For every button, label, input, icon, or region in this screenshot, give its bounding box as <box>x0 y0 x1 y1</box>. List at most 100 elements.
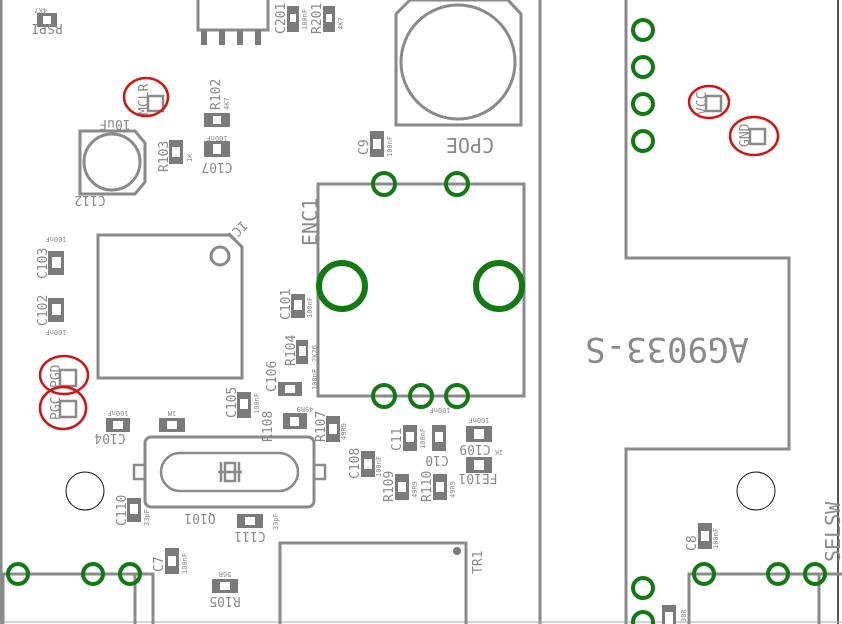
component-r102[interactable]: R102 4K7 <box>204 79 231 127</box>
r109-value: 49R9 <box>411 481 419 498</box>
c8-ref: C8 <box>685 535 700 551</box>
c104-value: 100nF <box>107 409 128 417</box>
component-fe101[interactable]: 1K FE101 <box>458 448 503 485</box>
c111-value: 33pF <box>272 513 280 530</box>
component-r110[interactable]: R110 49R9 <box>420 471 457 502</box>
c11-ref: C11 <box>390 428 405 451</box>
component-c110[interactable]: C110 33pF <box>115 495 151 526</box>
mounting-hole-right <box>736 471 776 511</box>
component-tr1[interactable]: TR1 <box>278 541 486 624</box>
component-selsw[interactable]: SELSW <box>687 501 842 624</box>
component-c111[interactable]: C111 33pF <box>234 513 280 543</box>
testpoint-pgd[interactable]: PGD <box>38 354 90 396</box>
component-q101[interactable]: Q101 <box>132 435 327 525</box>
mounting-hole-left <box>65 471 105 511</box>
module-ag9033[interactable]: AG9033-S <box>585 0 791 624</box>
component-r105[interactable]: 56R R105 <box>209 570 240 608</box>
component-r101[interactable]: 1M <box>159 409 185 432</box>
c109-value: 100nF <box>468 416 489 424</box>
component-r201[interactable]: R201 4K7 <box>310 3 345 34</box>
c7-ref: C7 <box>152 556 167 572</box>
component-c104[interactable]: 100nF C104 <box>94 409 130 445</box>
c105-ref: C105 <box>225 387 240 418</box>
component-c10[interactable]: 100nF C10 <box>425 406 450 467</box>
r105-ref: R105 <box>209 593 240 608</box>
selsw-ref: SELSW <box>821 501 842 562</box>
r107-ref: R107 <box>314 411 329 442</box>
c7-value: 100nF <box>181 553 189 574</box>
r201-value: 4K7 <box>337 17 345 30</box>
ag9033-ref: AG9033-S <box>585 329 749 369</box>
c106-value: 100nF <box>311 369 319 390</box>
rspi-ref: RSPI <box>31 20 62 35</box>
component-r103[interactable]: R103 1K <box>157 140 194 172</box>
c109-ref: C109 <box>459 441 490 456</box>
r107-value: 49R9 <box>340 423 348 440</box>
component-c7[interactable]: C7 100nF <box>152 548 189 574</box>
component-ic1[interactable]: IC1 <box>96 217 250 380</box>
testpoint-vcc[interactable]: VCC <box>687 84 731 120</box>
component-c106[interactable]: C106 100nF <box>265 361 319 396</box>
gnd-highlight <box>728 115 780 157</box>
r108-ref: R108 <box>261 411 276 442</box>
c106-ref: C106 <box>265 361 280 392</box>
fe101-ref: FE101 <box>458 470 497 485</box>
enc1-ref: ENC1 <box>298 198 322 246</box>
component-c201[interactable]: C201 100nF <box>274 3 309 34</box>
fe101-value: 1K <box>494 448 503 456</box>
testpoint-gnd[interactable]: GND <box>728 115 780 157</box>
component-rspi[interactable]: 4K7 RSPI <box>31 6 62 35</box>
c110-value: 33pF <box>143 509 151 526</box>
c107-value: 100nF <box>206 134 227 142</box>
q101-ref: Q101 <box>184 510 215 525</box>
pgc-ref: PGC <box>49 397 64 420</box>
r110-value: 49R9 <box>449 481 457 498</box>
component-c9[interactable]: C9 100nF <box>357 131 394 157</box>
r-bottom-value: 38R <box>680 609 688 622</box>
mclr-highlight <box>122 76 170 118</box>
component-c11[interactable]: C11 100nF <box>390 425 427 451</box>
component-c109[interactable]: 100nF C109 <box>459 416 492 456</box>
c8-value: 100nF <box>712 528 720 549</box>
component-c101[interactable]: C101 100nF <box>279 289 314 320</box>
c11-value: 100nF <box>419 428 427 449</box>
component-r107[interactable]: R107 49R9 <box>314 411 348 442</box>
component-c107[interactable]: 100nF C107 <box>201 134 232 174</box>
component-c105[interactable]: C105 100nF <box>225 387 261 418</box>
component-c103[interactable]: 100nF C103 <box>36 235 67 279</box>
component-c102[interactable]: C102 100nF <box>36 295 67 336</box>
r101-value: 1M <box>168 409 176 417</box>
c201-ref: C201 <box>274 3 289 34</box>
component-r109[interactable]: R109 49R9 <box>382 471 419 502</box>
connector-top <box>196 0 270 45</box>
r103-ref: R103 <box>157 141 172 172</box>
c105-value: 100nF <box>253 393 261 414</box>
c102-ref: C102 <box>36 295 51 326</box>
c101-value: 100nF <box>306 297 314 318</box>
cpoe-ref: CPOE <box>446 133 494 157</box>
component-r108[interactable]: R108 49R9 <box>261 405 313 442</box>
component-r-bottom[interactable]: 38R <box>662 605 688 624</box>
c201-value: 100nF <box>301 9 309 30</box>
c111-ref: C111 <box>234 528 265 543</box>
component-cpoe[interactable]: CPOE <box>394 0 523 157</box>
component-c112[interactable]: 10uF C112 <box>74 116 147 207</box>
c103-ref: C103 <box>36 248 51 279</box>
c108-ref: C108 <box>348 448 363 479</box>
c112-ref: C112 <box>74 192 105 207</box>
pgd-ref: PGD <box>49 364 64 388</box>
r110-ref: R110 <box>420 471 435 502</box>
testpoint-pgc[interactable]: PGC <box>38 385 88 431</box>
r105-value: 56R <box>218 570 231 578</box>
component-enc1[interactable]: ENC1 <box>298 171 526 409</box>
r108-value: 49R9 <box>297 405 314 413</box>
rspi-value: 4K7 <box>34 6 47 14</box>
pgc-highlight <box>38 385 88 431</box>
component-r104[interactable]: R104 2K26 <box>284 335 319 366</box>
vcc-highlight <box>687 84 731 120</box>
component-c8[interactable]: C8 100nF <box>685 523 720 551</box>
r104-value: 2K26 <box>311 345 319 362</box>
testpoint-mclr[interactable]: MCLR <box>122 76 170 118</box>
component-c108[interactable]: C108 100nF <box>348 448 383 479</box>
